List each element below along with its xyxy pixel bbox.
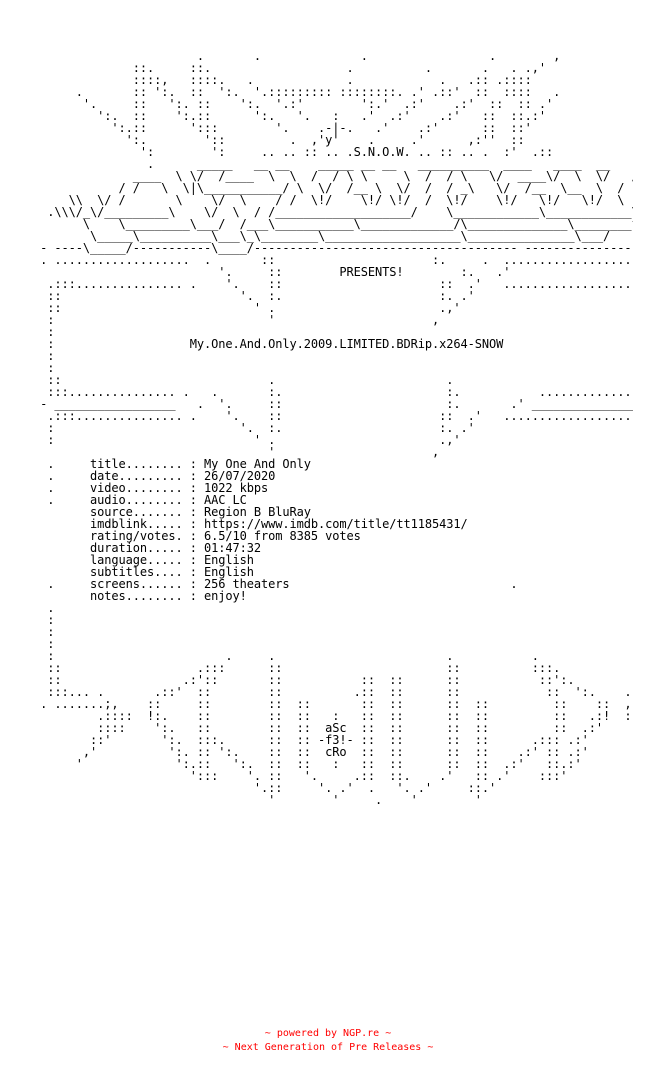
footer-tagline: ~ Next Generation of Pre Releases ~ (222, 1042, 434, 1053)
release-name: My.One.And.Only.2009.LIMITED.BDRip.x264-… (189, 337, 504, 351)
info-date: date......... : 26/07/2020 (90, 469, 276, 483)
info-title: title........ : My One And Only (90, 457, 311, 471)
presents-label: PRESENTS! (339, 265, 404, 279)
presents-section: . ................... . :: :. . ........… (40, 253, 633, 459)
footer-powered-by: ~ powered by NGP.re ~ (264, 1028, 392, 1039)
nfo-ascii-art: . . . . , ::. ::. . . . . .,' ::::, ::::… (33, 50, 633, 990)
info-source: source....... : Region B BluRay (90, 505, 311, 519)
info-block: . title........ : My One And Only . date… (33, 457, 518, 603)
info-video: video........ : 1022 kbps (90, 481, 269, 495)
snow-logo-art: . . . . , ::. ::. . . . . .,' ::::, ::::… (40, 50, 633, 255)
info-screens: screens...... : 256 theaters (90, 577, 290, 591)
info-duration: duration..... : 01:47:32 (90, 541, 261, 555)
bottom-art: . . : : : (40, 601, 633, 807)
info-notes: notes........ : enjoy! (90, 589, 247, 603)
info-subtitles: subtitles.... : English (90, 565, 254, 579)
info-rating: rating/votes. : 6.5/10 from 8385 votes (90, 529, 361, 543)
info-imdblink: imdblink..... : https://www.imdb.com/tit… (90, 517, 468, 531)
info-audio: audio........ : AAC LC (90, 493, 247, 507)
info-language: language..... : English (90, 553, 254, 567)
footer: ~ powered by NGP.re ~ ~ Next Generation … (0, 1027, 656, 1055)
